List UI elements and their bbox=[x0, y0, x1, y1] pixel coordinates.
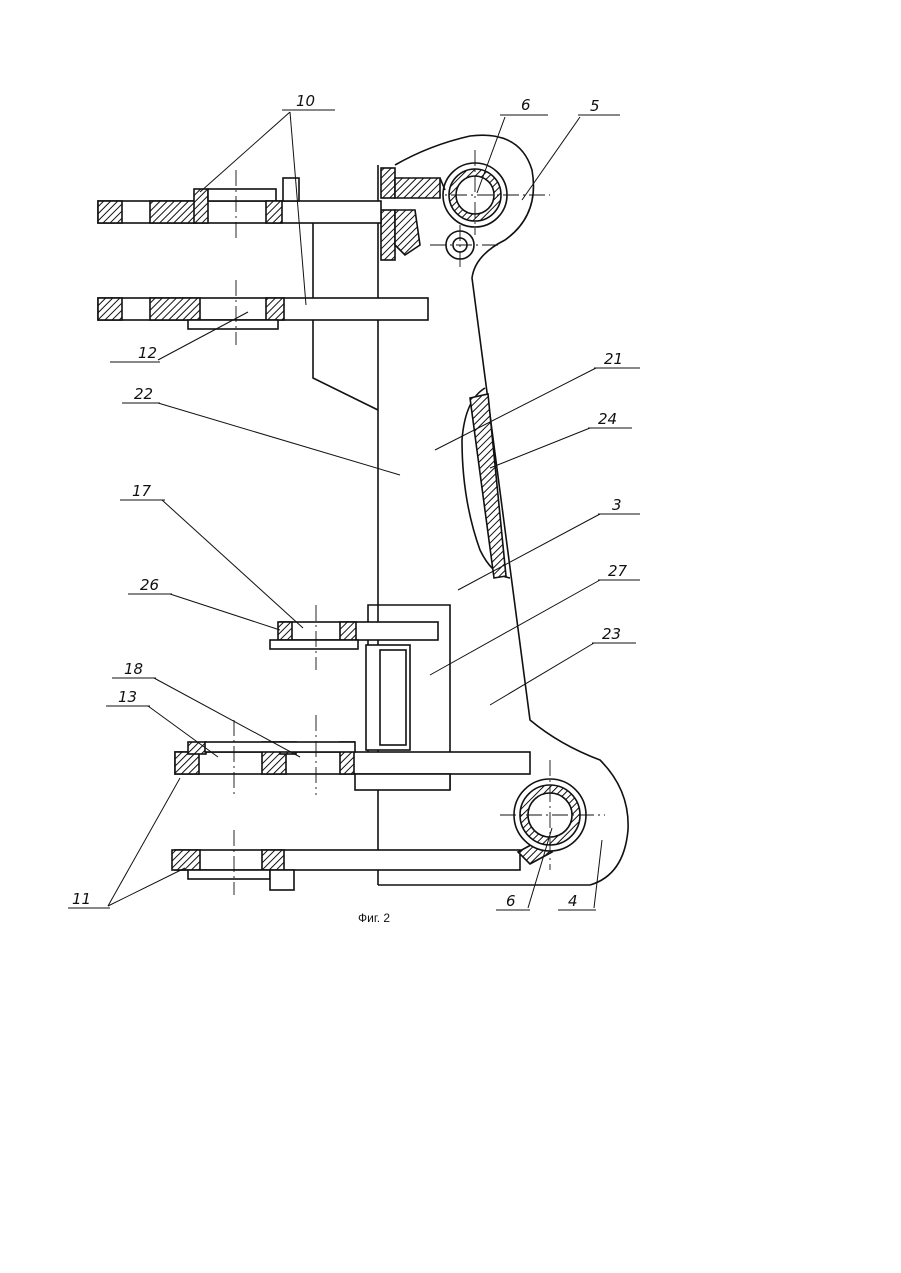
shaft-13 bbox=[175, 715, 530, 795]
label-4: 4 bbox=[568, 892, 578, 910]
label-17: 17 bbox=[132, 482, 152, 500]
label-12: 12 bbox=[138, 344, 157, 362]
label-6-bottom: 6 bbox=[506, 892, 516, 910]
shaft-26 bbox=[270, 605, 438, 670]
label-27: 27 bbox=[608, 562, 628, 580]
label-10: 10 bbox=[296, 92, 315, 110]
upper-shaft bbox=[98, 170, 381, 240]
label-24: 24 bbox=[598, 410, 617, 428]
insert-24 bbox=[462, 388, 510, 578]
figure-caption: Фиг. 2 bbox=[358, 911, 390, 925]
label-3: 3 bbox=[612, 496, 622, 514]
label-5: 5 bbox=[590, 97, 600, 115]
label-11: 11 bbox=[72, 890, 91, 908]
label-23: 23 bbox=[602, 625, 621, 643]
label-26: 26 bbox=[140, 576, 159, 594]
top-bracket bbox=[381, 168, 445, 260]
label-22: 22 bbox=[134, 385, 153, 403]
label-13: 13 bbox=[118, 688, 137, 706]
label-21: 21 bbox=[604, 350, 623, 368]
label-18: 18 bbox=[124, 660, 143, 678]
label-6-top: 6 bbox=[521, 96, 531, 114]
